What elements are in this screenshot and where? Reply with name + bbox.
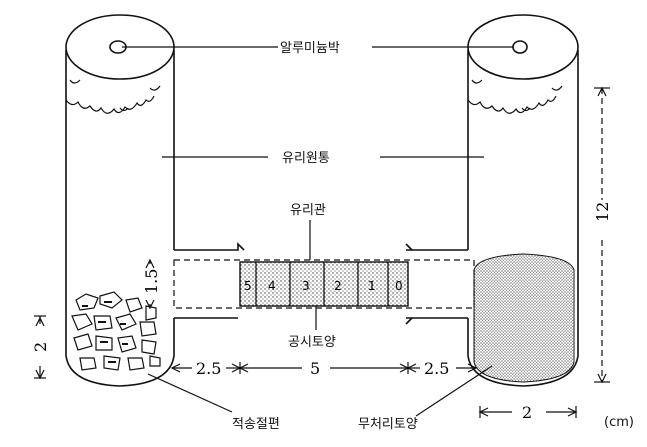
segment-label: 1	[368, 279, 376, 293]
untreated-soil-label: 무처리토양	[358, 417, 418, 432]
aluminum-foil-label: 알루미늄박	[280, 41, 340, 56]
segment-label: 0	[395, 279, 403, 293]
segment-label: 5	[244, 279, 252, 293]
height-dimension: 12	[593, 86, 612, 384]
right-gap-value: 2.5	[424, 359, 449, 378]
stacked-slices-fill	[71, 291, 161, 371]
segment-label: 4	[268, 279, 276, 293]
horizontal-dimension: 2.5 5 2.5	[170, 359, 478, 378]
glass-cylinder-label: 유리원통	[282, 151, 330, 166]
tube-diameter-dimension: 1.5	[142, 258, 161, 310]
left-fill-height-value: 2	[31, 342, 50, 352]
cylinder-width-dimension: 2	[478, 403, 578, 422]
soil-length-value: 5	[310, 359, 320, 378]
test-soil-label: 공시토양	[288, 335, 336, 350]
segment-numbers: 5 4 3 2 1 0	[244, 279, 403, 293]
untreated-soil-fill	[473, 253, 575, 383]
glass-tube	[173, 242, 475, 325]
tube-diameter-value: 1.5	[142, 269, 161, 294]
left-fill-height-dimension: 2	[31, 315, 50, 380]
stacked-slices-label: 적송절편	[232, 417, 280, 432]
glass-tube-label: 유리관	[290, 203, 326, 218]
unit-label: (cm)	[604, 415, 634, 430]
right-glass-cylinder	[467, 14, 579, 387]
left-glass-cylinder	[65, 14, 175, 387]
left-gap-value: 2.5	[196, 359, 221, 378]
segment-label: 2	[334, 279, 342, 293]
cylinder-width-value: 2	[522, 403, 532, 422]
height-value: 12	[593, 202, 612, 222]
segment-label: 3	[302, 279, 310, 293]
right-foil-hole	[512, 40, 528, 54]
